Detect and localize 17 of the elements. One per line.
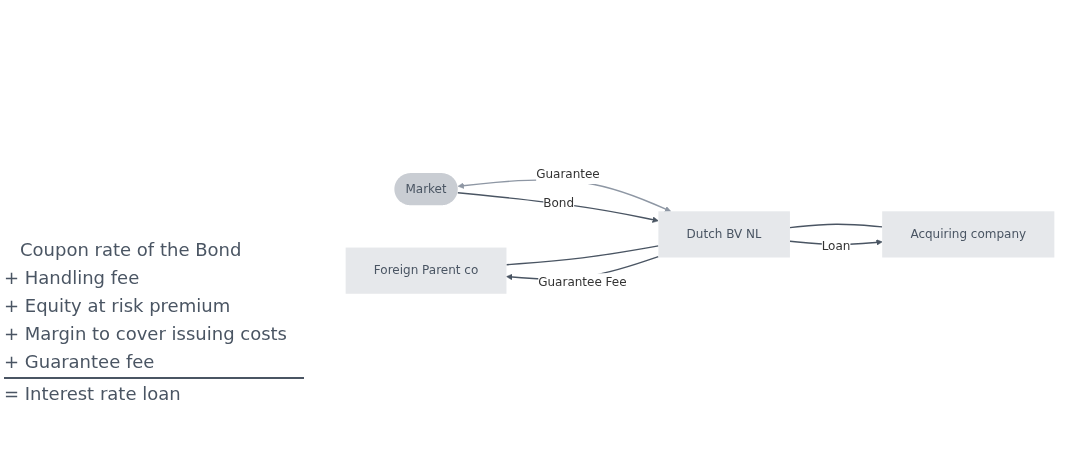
node-box: Foreign Parent co: [345, 247, 507, 294]
calculation-line: + Equity at risk premium: [4, 294, 231, 318]
arrow: [457, 178, 671, 212]
calculation-line: + Handling fee: [4, 266, 140, 290]
calculation-line: + Guarantee fee: [4, 350, 155, 374]
edge-label: Bond: [543, 195, 575, 210]
calculation-line: = Interest rate loan: [4, 382, 181, 406]
edge-label: Loan: [821, 238, 851, 253]
arrow: [457, 191, 659, 223]
connector: [789, 223, 883, 229]
edge-label: Guarantee: [536, 166, 600, 181]
calculation-line: Coupon rate of the Bond: [19, 238, 242, 262]
node-box: Dutch BV NL: [658, 211, 790, 258]
connector: [505, 244, 660, 266]
calculation-line: + Margin to cover issuing costs: [4, 322, 287, 346]
edge-label: Guarantee Fee: [538, 274, 627, 289]
node-box: Acquiring company: [882, 211, 1055, 258]
